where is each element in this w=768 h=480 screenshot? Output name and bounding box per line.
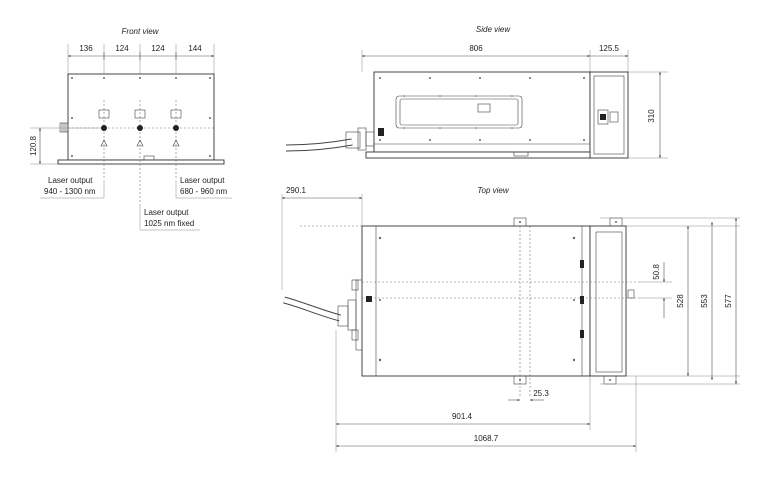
dim-144: 144 <box>188 44 202 53</box>
dim-50-8: 50.8 <box>652 264 661 280</box>
output-2-line2: 1025 nm fixed <box>144 219 194 228</box>
top-housing <box>361 225 591 377</box>
top-view-title: Top view <box>477 186 510 195</box>
laser-output-labels: Laser output 940 - 1300 nm Laser output … <box>40 176 232 231</box>
front-view-title: Front view <box>122 27 160 36</box>
dim-577: 577 <box>724 294 733 308</box>
side-end-fittings <box>597 109 619 125</box>
front-view: Front view 136 124 124 144 <box>29 27 232 231</box>
dim-136: 136 <box>79 44 93 53</box>
side-base-plate <box>365 151 591 159</box>
front-housing <box>67 73 215 161</box>
output-1-line1: Laser output <box>48 176 93 185</box>
side-end-cap <box>589 71 629 159</box>
dim-124-b: 124 <box>151 44 165 53</box>
dim-25-3: 25.3 <box>533 389 549 398</box>
output-1-line2: 940 - 1300 nm <box>44 187 96 196</box>
dim-310: 310 <box>647 109 656 123</box>
top-cable <box>283 279 372 351</box>
front-output-ports <box>68 100 214 205</box>
front-width-dimensions: 136 124 124 144 <box>67 44 215 74</box>
side-length-dimensions: 806 125.5 <box>361 44 629 72</box>
side-base-notch <box>513 151 529 157</box>
dim-528: 528 <box>676 294 685 308</box>
top-center-lines <box>300 225 640 396</box>
top-screws <box>378 236 635 362</box>
top-end-cap-inner <box>595 231 623 373</box>
side-panel-label <box>477 103 491 113</box>
side-view-title: Side view <box>476 25 511 34</box>
output-3-line1: Laser output <box>180 176 225 185</box>
front-screws <box>71 77 211 157</box>
side-access-panel <box>395 95 523 129</box>
top-width-dimensions: 50.8 528 553 577 <box>600 217 740 385</box>
front-base-notch <box>143 155 155 161</box>
dim-901-4: 901.4 <box>452 412 473 421</box>
side-end-cap-inner <box>593 75 625 155</box>
top-cable-dimension: 290.1 <box>281 186 363 290</box>
dim-553: 553 <box>700 294 709 308</box>
front-base-plate <box>57 159 225 165</box>
output-3-line2: 680 - 960 nm <box>180 187 227 196</box>
top-length-dimensions: 25.3 901.4 1068.7 <box>335 330 637 452</box>
side-height-dimension: 310 <box>628 71 668 159</box>
dim-806: 806 <box>469 44 483 53</box>
side-screws <box>379 77 585 141</box>
top-end-cap <box>589 225 627 377</box>
output-2-line1: Laser output <box>144 208 189 217</box>
dim-120-8: 120.8 <box>29 135 38 156</box>
side-cable <box>285 127 384 152</box>
side-view: Side view 806 125.5 <box>285 25 668 159</box>
top-view: Top view 290.1 <box>281 186 740 452</box>
dim-125-5: 125.5 <box>599 44 620 53</box>
front-height-dimension: 120.8 <box>29 127 100 165</box>
dim-290-1: 290.1 <box>286 186 307 195</box>
dim-124-a: 124 <box>115 44 129 53</box>
dim-1068-7: 1068.7 <box>474 434 499 443</box>
front-connector <box>59 122 69 133</box>
